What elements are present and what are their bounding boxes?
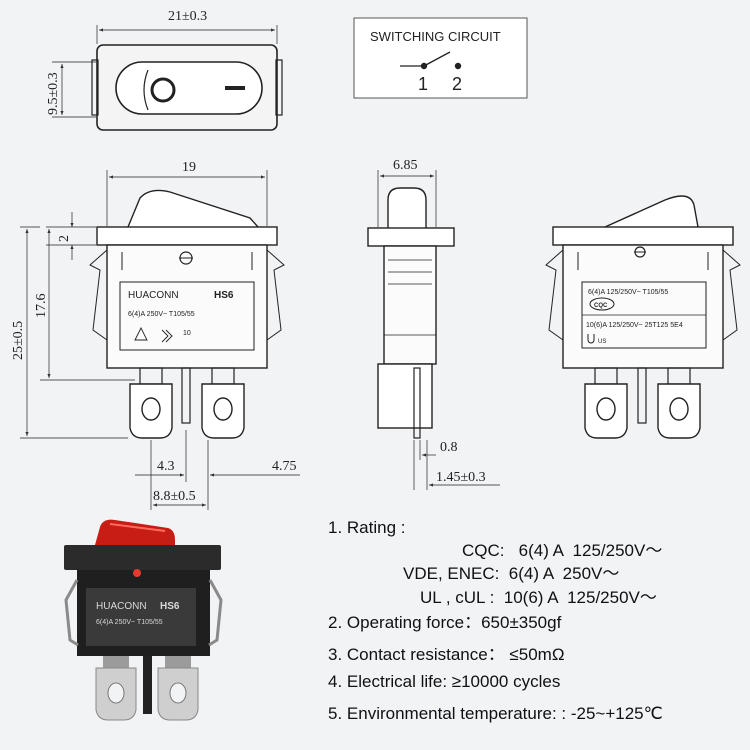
- spec-electrical-life: 4. Electrical life: ≥10000 cycles: [328, 672, 561, 691]
- dim-side-0-8: 0.8: [440, 440, 458, 455]
- dim-pin-4-75: 4.75: [272, 459, 297, 474]
- product-photo: [64, 519, 223, 721]
- photo-model: HS6: [160, 601, 180, 612]
- front-cert-icons: [134, 326, 173, 343]
- dim-pin-8-8: 8.8±0.5: [153, 489, 196, 504]
- front-view: [20, 170, 300, 510]
- photo-rating: 6(4)A 250V~ T105/55: [96, 619, 163, 626]
- dim-top-height: 9.5±0.3: [46, 72, 61, 115]
- switching-circuit-box: [353, 17, 528, 99]
- dim-side-6-85: 6.85: [393, 158, 418, 173]
- spec-rating-title: 1. Rating :: [328, 518, 406, 537]
- circuit-pin-1: 1: [418, 74, 428, 94]
- back-view: [545, 195, 741, 439]
- ul-logo-icon: [587, 334, 595, 344]
- dim-front-17-6: 17.6: [34, 294, 49, 319]
- circuit-pin-2: 2: [452, 74, 462, 94]
- spec-vde-enec: VDE, ENEC: 6(4) A 250V〜: [403, 564, 620, 583]
- dim-side-1-45: 1.45±0.3: [436, 470, 486, 485]
- back-ul-mark: US: [598, 339, 606, 345]
- front-model: HS6: [214, 290, 234, 301]
- dim-pin-4-3: 4.3: [157, 459, 175, 474]
- spec-contact-resistance: 3. Contact resistance： ≤50mΩ: [328, 645, 565, 664]
- dim-front-25: 25±0.5: [11, 321, 26, 360]
- spec-cqc: CQC: 6(4) A 125/250V〜: [462, 541, 663, 560]
- photo-brand: HUACONN: [96, 601, 147, 612]
- circuit-title: SWITCHING CIRCUIT: [370, 29, 501, 44]
- side-view: [367, 170, 500, 490]
- front-rating: 6(4)A 250V~ T105/55: [128, 311, 195, 318]
- back-cqc-mark: CQC: [594, 303, 608, 309]
- top-view: [52, 25, 283, 131]
- front-brand: HUACONN: [128, 290, 179, 301]
- dim-front-2: 2: [57, 235, 72, 242]
- back-rating-line1: 6(4)A 125/250V~ T105/55: [588, 289, 668, 296]
- spec-ul-cul: UL , cUL : 10(6) A 125/250V〜: [420, 588, 657, 607]
- back-rating-line2: 10(6)A 125/250V~ 25T125 5E4: [586, 322, 683, 329]
- front-cert-mark: 10: [183, 330, 191, 337]
- dim-front-width: 19: [182, 160, 196, 175]
- spec-operating-force: 2. Operating force：650±350gf: [328, 613, 562, 632]
- spec-environmental-temperature: 5. Environmental temperature: : -25~+125…: [328, 704, 663, 723]
- dim-top-width: 21±0.3: [168, 9, 207, 24]
